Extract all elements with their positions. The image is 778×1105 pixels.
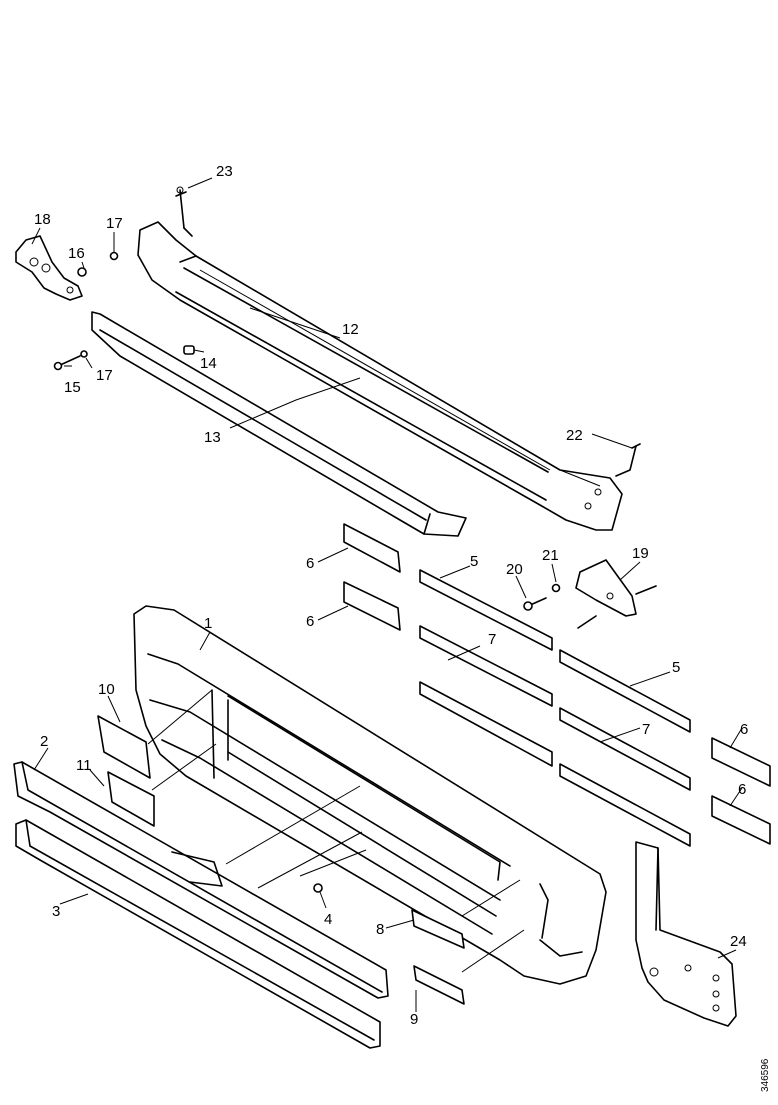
label-7-top: 7 xyxy=(488,631,496,648)
label-21: 21 xyxy=(542,547,559,564)
strip-6-second xyxy=(343,581,401,631)
label-16: 16 xyxy=(68,245,85,262)
strip-6-right-upper xyxy=(711,737,771,787)
part-15-bolt xyxy=(53,355,81,371)
part-2-front-strip xyxy=(13,761,389,999)
label-2: 2 xyxy=(40,733,48,750)
strip-7-upper xyxy=(419,625,553,707)
label-6-second: 6 xyxy=(306,613,314,630)
label-23: 23 xyxy=(216,163,233,180)
strip-5-upper xyxy=(419,569,553,651)
strip-5-right xyxy=(559,649,691,733)
part-1-grille-frame xyxy=(133,605,607,985)
label-10: 10 xyxy=(98,681,115,698)
part-16-nut xyxy=(77,267,87,277)
part-17-washer-lower xyxy=(80,350,88,358)
label-6-top: 6 xyxy=(306,555,314,572)
label-13: 13 xyxy=(204,429,221,446)
label-19: 19 xyxy=(632,545,649,562)
label-14: 14 xyxy=(200,355,217,372)
label-17-bottom: 17 xyxy=(96,367,113,384)
part-4-nut xyxy=(313,883,323,893)
strip-6-top xyxy=(343,523,401,573)
part-3-front-strip xyxy=(15,819,381,1049)
part-11-insert xyxy=(107,771,155,827)
label-9: 9 xyxy=(410,1011,418,1028)
label-12: 12 xyxy=(342,321,359,338)
part-19-bracket xyxy=(575,559,657,629)
part-labels: 23 18 17 16 12 14 17 15 13 22 6 5 20 21 … xyxy=(34,163,748,1028)
part-12-upper-beam xyxy=(137,221,623,531)
strip-lower-right xyxy=(559,763,691,847)
label-20: 20 xyxy=(506,561,523,578)
part-9-insert xyxy=(413,965,465,1005)
label-22: 22 xyxy=(566,427,583,444)
part-13-lower-strip xyxy=(91,311,467,537)
strip-lower-left xyxy=(419,681,553,767)
label-18: 18 xyxy=(34,211,51,228)
part-21-washer xyxy=(551,583,561,593)
label-15: 15 xyxy=(64,379,81,396)
part-24-bracket xyxy=(635,841,737,1027)
label-17-top: 17 xyxy=(106,215,123,232)
part-14-clip xyxy=(183,345,195,355)
label-24: 24 xyxy=(730,933,747,950)
part-20-bolt xyxy=(523,597,547,611)
leader-lines xyxy=(31,177,743,1012)
part-23-stud xyxy=(175,186,193,237)
label-8: 8 xyxy=(376,921,384,938)
label-5-right: 5 xyxy=(672,659,680,676)
part-18-bracket xyxy=(15,235,83,301)
label-7-right: 7 xyxy=(642,721,650,738)
label-1: 1 xyxy=(204,615,212,632)
label-3: 3 xyxy=(52,903,60,920)
label-6-right-lower: 6 xyxy=(738,781,746,798)
label-11: 11 xyxy=(76,757,92,774)
label-6-right-upper: 6 xyxy=(740,721,748,738)
strip-7-right xyxy=(559,707,691,791)
reference-code: 346596 xyxy=(760,1058,771,1092)
part-17-washer-upper xyxy=(109,251,119,261)
label-5-top: 5 xyxy=(470,553,478,570)
part-10-insert xyxy=(97,715,151,779)
label-4: 4 xyxy=(324,911,332,928)
strip-6-right-lower xyxy=(711,795,771,845)
part-22-stud xyxy=(615,443,641,477)
